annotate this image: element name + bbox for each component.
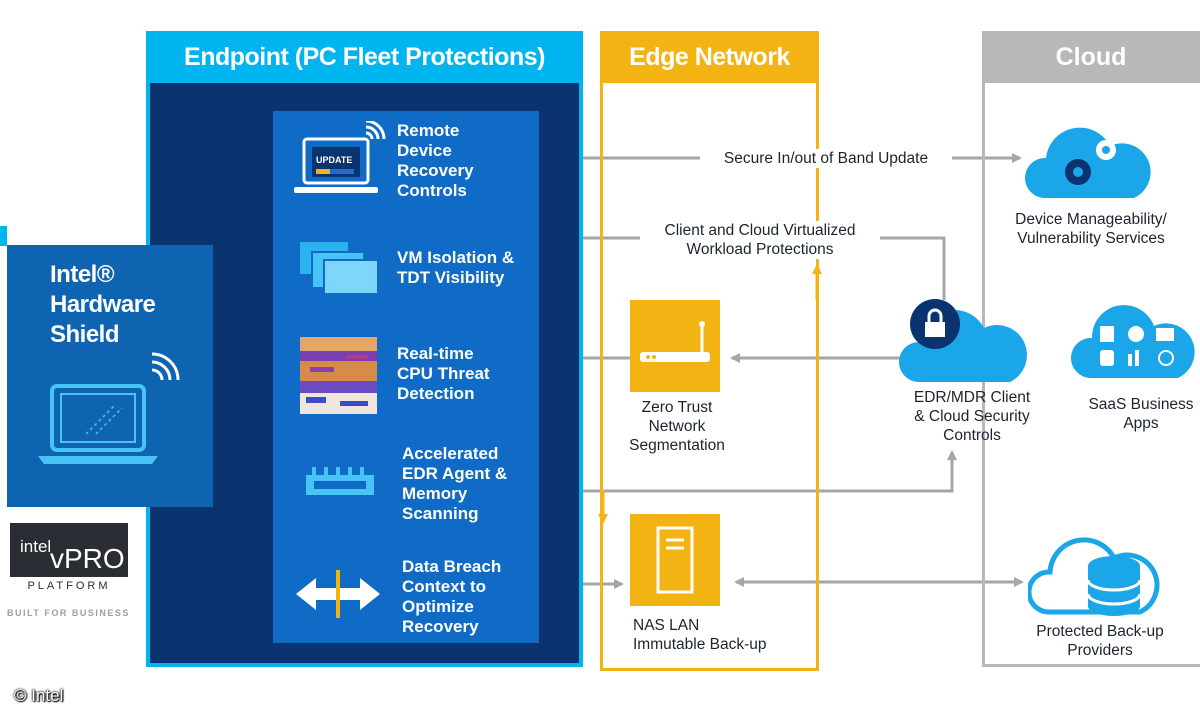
cloud-column-header: Cloud (982, 31, 1200, 83)
database-cloud-icon (1028, 537, 1160, 616)
zero-trust-box (630, 300, 720, 392)
copyright-text: © Intel (14, 686, 64, 705)
endpoint-item-vm-isolation: VM Isolation &TDT Visibility (397, 248, 515, 287)
virtualized-line-to-edr (880, 236, 946, 300)
gear-cloud-icon (1024, 127, 1151, 198)
memory-chip-icon (306, 467, 374, 495)
server-icon (656, 526, 694, 594)
edr-agent-arrow (548, 450, 957, 493)
endpoint-column-header: Endpoint (PC Fleet Protections) (146, 31, 583, 83)
laptop-wifi-icon (38, 352, 180, 464)
update-label: UPDATE (316, 155, 352, 165)
stacked-windows-icon (300, 242, 379, 295)
vpro-platform: PLATFORM (27, 580, 111, 592)
double-arrow-icon (296, 570, 380, 618)
vpro-name: vPRO (50, 543, 125, 574)
edge-column-panel (600, 83, 819, 671)
vpro-badge: intel vPRO PLATFORM (10, 523, 128, 599)
router-icon (640, 321, 710, 362)
vpro-brand: intel (20, 537, 52, 556)
nas-box (630, 514, 720, 606)
vpro-tagline: BUILT FOR BUSINESS (7, 608, 130, 618)
heatmap-icon (300, 337, 377, 414)
accent-bar (0, 226, 7, 246)
lock-cloud-icon (898, 299, 1027, 382)
secure-update-label: Secure In/out of Band Update (700, 149, 952, 168)
device-mgmt-label: Device Manageability/Vulnerability Servi… (1015, 211, 1167, 247)
laptop-update-icon: UPDATE (294, 121, 386, 193)
edge-column-header: Edge Network (600, 31, 819, 83)
apps-cloud-icon (1070, 305, 1195, 378)
